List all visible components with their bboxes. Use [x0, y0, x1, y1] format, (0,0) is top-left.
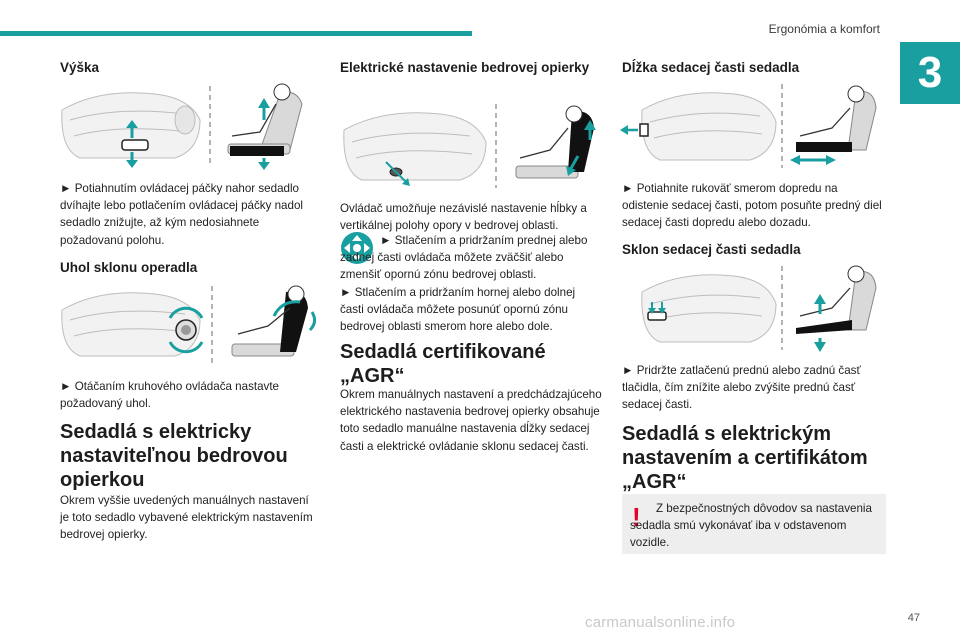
warning-text: Z bezpečnostných dôvodov sa nastavenia s… — [630, 502, 872, 550]
page-number: 47 — [907, 612, 920, 624]
heading-height: Výška — [60, 60, 100, 75]
watermark: carmanualsonline.info — [585, 614, 736, 631]
header-accent-bar — [0, 31, 472, 36]
text-lumbar-1: Ovládač umožňuje nezávislé nastavenie hĺ… — [340, 202, 587, 233]
text-lumbar-3: ► Stlačením a pridržaním hornej alebo do… — [340, 286, 576, 334]
warning-box: ! Z bezpečnostných dôvodov sa nastavenia… — [622, 494, 886, 554]
text-seat-length: ► Potiahnite rukoväť smerom dopredu na o… — [622, 182, 882, 230]
text-lumbar-2: ► Stlačením a pridržaním prednej alebo z… — [340, 234, 588, 282]
heading-lumbar: Elektrické nastavenie bedrovej opierky — [340, 60, 590, 75]
heading-seat-length: Dĺžka sedacej časti sedadla — [622, 60, 800, 75]
text-electric-lumbar: Okrem vyššie uvedených manuálnych nastav… — [60, 494, 313, 542]
text-seat-tilt: ► Pridržte zatlačenú prednú alebo zadnú … — [622, 364, 861, 412]
seat-height-figure — [61, 83, 303, 170]
heading-backrest: Uhol sklonu operadla — [60, 260, 198, 275]
text-agr: Okrem manuálnych nastavení a predchádzaj… — [340, 388, 602, 453]
seat-length-figure — [620, 84, 877, 168]
warning-icon: ! — [632, 502, 641, 532]
heading-electric-lumbar: Sedadlá s elektricky nastaviteľnou bedro… — [60, 421, 288, 491]
section-title: Ergonómia a komfort — [768, 22, 880, 36]
lumbar-figure — [343, 104, 596, 188]
text-backrest: ► Otáčaním kruhového ovládača nastavte p… — [60, 380, 279, 411]
lumbar-control-icon — [341, 232, 373, 264]
heading-seat-tilt: Sklon sedacej časti sedadla — [622, 242, 801, 257]
heading-electric-agr: Sedadlá s elektrickým nastavením a certi… — [622, 423, 868, 493]
chapter-badge: 3 — [900, 42, 960, 104]
seat-tilt-figure — [641, 265, 877, 352]
text-height: ► Potiahnutím ovládacej páčky nahor seda… — [60, 182, 303, 247]
backrest-angle-figure — [61, 285, 317, 364]
heading-agr: Sedadlá certifikované „AGR“ — [340, 341, 546, 387]
